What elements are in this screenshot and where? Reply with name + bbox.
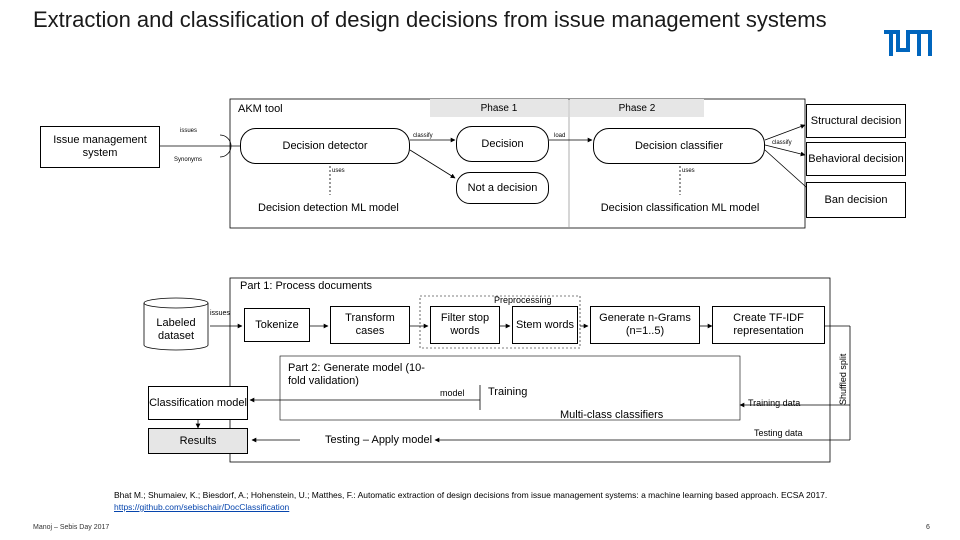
akm-tool-label: AKM tool	[238, 103, 283, 115]
decision-box: Decision	[456, 126, 549, 162]
footer-text: Manoj – Sebis Day 2017	[33, 524, 110, 531]
decision-detector-box: Decision detector	[240, 128, 410, 164]
issues-label-bottom: issues	[210, 310, 230, 317]
not-a-decision-box: Not a decision	[456, 172, 549, 204]
training-data-label: Training data	[748, 398, 801, 408]
ngrams-box: Generate n-Grams (n=1..5)	[590, 306, 700, 344]
training-label: Training	[488, 386, 528, 398]
multiclass-label: Multi-class classifiers	[560, 409, 664, 421]
transform-cases-box: Transform cases	[330, 306, 410, 344]
labeled-dataset: Labeled dataset	[156, 317, 196, 342]
decision-classifier-box: Decision classifier	[593, 128, 765, 164]
citation: Bhat M.; Shumaiev, K.; Biesdorf, A.; Hoh…	[114, 490, 828, 500]
ban-decision-box: Ban decision	[806, 182, 906, 218]
issues-label: issues	[180, 128, 198, 134]
issue-management-system-box: Issue management system	[40, 126, 160, 168]
tfidf-box: Create TF-IDF representation	[712, 306, 825, 344]
github-link[interactable]: https://github.com/sebischair/DocClassif…	[114, 502, 290, 512]
stem-words-box: Stem words	[512, 306, 578, 344]
results-box: Results	[148, 428, 248, 454]
load-label: load	[554, 133, 566, 139]
preprocessing-label: Preprocessing	[494, 295, 552, 305]
shuffled-split-label: Shuffled split	[838, 353, 848, 405]
model-label: model	[440, 388, 465, 398]
synonyms-label: Synonyms	[174, 157, 203, 163]
behavioral-decision-box: Behavioral decision	[806, 142, 906, 176]
tokenize-box: Tokenize	[244, 308, 310, 342]
tum-logo-icon	[884, 30, 932, 56]
testing-data-label: Testing data	[754, 428, 803, 438]
uses-label-2: uses	[682, 168, 695, 174]
phase2-label: Phase 2	[570, 99, 704, 117]
phase1-label: Phase 1	[430, 99, 568, 117]
classify-label-1: classify	[413, 133, 433, 139]
uses-label-1: uses	[332, 168, 345, 174]
part1-label: Part 1: Process documents	[240, 280, 373, 292]
page-title: Extraction and classification of design …	[33, 7, 827, 32]
classification-model-output: Classification model	[148, 386, 248, 420]
part2-label: Part 2: Generate model (10-fold validati…	[288, 362, 425, 387]
classification-model-box: Decision classification ML model	[590, 195, 770, 221]
filter-stop-words-box: Filter stop words	[430, 306, 500, 344]
testing-label: Testing – Apply model	[325, 434, 433, 446]
structural-decision-box: Structural decision	[806, 104, 906, 138]
page-number: 6	[926, 524, 930, 531]
detection-model-box: Decision detection ML model	[248, 195, 408, 221]
classify-label-2: classify	[772, 140, 792, 146]
